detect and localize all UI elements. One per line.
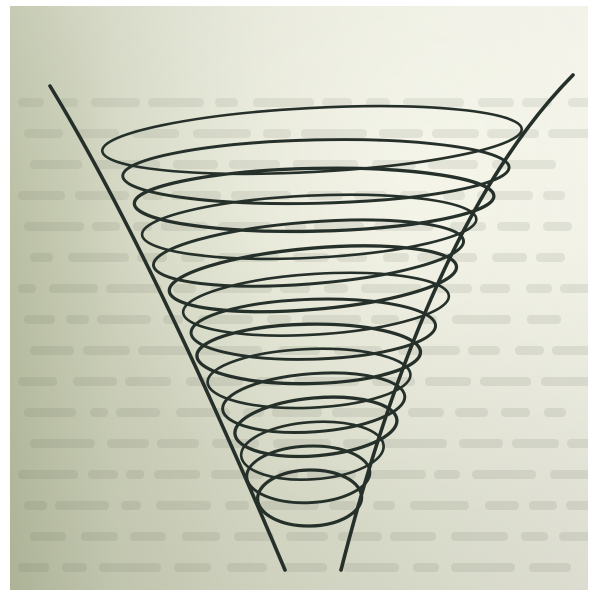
cone-right-edge <box>341 75 573 570</box>
spiral-ring <box>190 296 436 363</box>
spiral-ring <box>134 165 495 235</box>
spiral-ring <box>151 210 466 296</box>
spiral-ring <box>181 266 450 343</box>
